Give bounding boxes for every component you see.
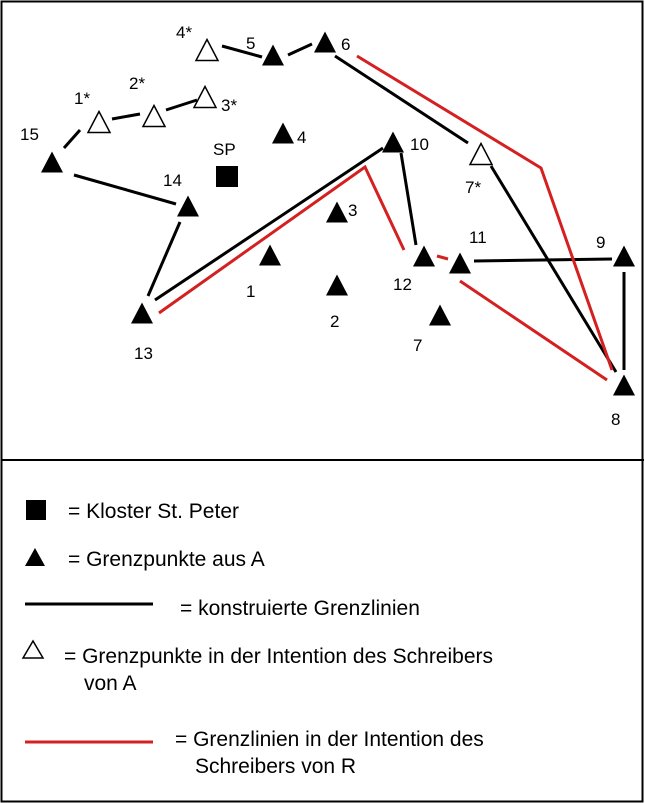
point-label-5: 5 [246,34,255,53]
boundary-point-4star [194,37,220,62]
boundary-point-12 [413,245,435,267]
boundary-point-6 [314,31,336,53]
monastery-marker [216,166,238,187]
constructed-line [473,257,613,263]
point-label-9: 9 [596,233,605,252]
boundary-markers [41,31,635,396]
intended-line [356,54,614,371]
boundary-point-1 [259,244,281,266]
point-label-8: 8 [611,410,620,429]
legend-open-triangle-icon [21,639,45,659]
legend-monastery-text: = Kloster St. Peter [68,500,239,523]
constructed-line [62,129,82,149]
point-label-3: 3 [348,201,357,220]
point-label-7: 7 [413,336,422,355]
point-label-11: 11 [469,228,487,247]
legend-intended-lines-text-2: Schreibers von R [195,755,356,778]
boundary-point-10 [382,131,404,153]
legend-intended-points-text-2: von A [84,672,137,695]
point-label-6: 6 [341,35,350,54]
boundary-point-15 [41,151,63,173]
intended-line [436,254,449,261]
constructed-line [287,42,313,57]
boundary-point-7 [429,304,451,326]
point-label-15: 15 [20,125,39,144]
boundary-point-14 [177,195,199,217]
boundary-point-8 [613,374,635,396]
point-label-14: 14 [163,171,182,190]
constructed-line [165,98,198,112]
point-label-12: 12 [393,275,412,294]
legend-constructed-lines-text: = konstruierte Grenzlinien [180,597,420,620]
boundary-point-5 [262,44,284,66]
constructed-line [73,173,177,206]
boundary-point-3star [192,84,218,109]
point-label-3star: 3* [221,96,237,115]
constructed-line [489,165,618,373]
constructed-line [334,54,469,145]
point-label-4: 4 [297,128,306,147]
boundary-point-13 [131,302,153,324]
point-label-13: 13 [134,344,153,363]
legend-intended-lines-text-1: = Grenzlinien in der Intention des [175,728,484,751]
point-label-2: 2 [330,312,339,331]
point-label-4star: 4* [176,23,192,42]
constructed-line [146,221,182,297]
intended-line [158,164,406,315]
boundary-point-2star [141,103,167,128]
constructed-line [399,152,418,246]
constructed-line [111,112,141,121]
intended-line [459,279,608,382]
point-label-1star: 1* [74,89,90,108]
legend: = Kloster St. Peter = Grenzpunkte aus A … [21,500,493,778]
boundary-point-4 [272,122,294,144]
boundary-point-9 [613,245,635,267]
boundary-point-7star [468,141,494,166]
intended-lines [158,54,614,382]
boundary-point-2 [326,274,348,296]
legend-monastery-symbol [26,500,46,520]
legend-points-a-text: = Grenzpunkte aus A [68,548,265,571]
constructed-line [221,44,263,59]
legend-filled-triangle-icon [25,548,45,566]
point-label-10: 10 [410,135,429,154]
legend-intended-points-text-1: = Grenzpunkte in der Intention des Schre… [64,645,493,668]
constructed-lines [62,42,626,373]
point-label-1: 1 [246,282,255,301]
point-labels: 1 2 3 4 5 6 7 8 9 10 11 12 13 14 15 1* 2… [20,23,620,429]
boundary-point-1star [86,109,112,134]
boundary-point-11 [449,252,471,274]
point-label-7star: 7* [465,178,481,197]
constructed-line [154,146,384,302]
point-label-2star: 2* [129,74,145,93]
boundary-point-3 [326,201,348,223]
monastery-label: SP [213,140,236,159]
